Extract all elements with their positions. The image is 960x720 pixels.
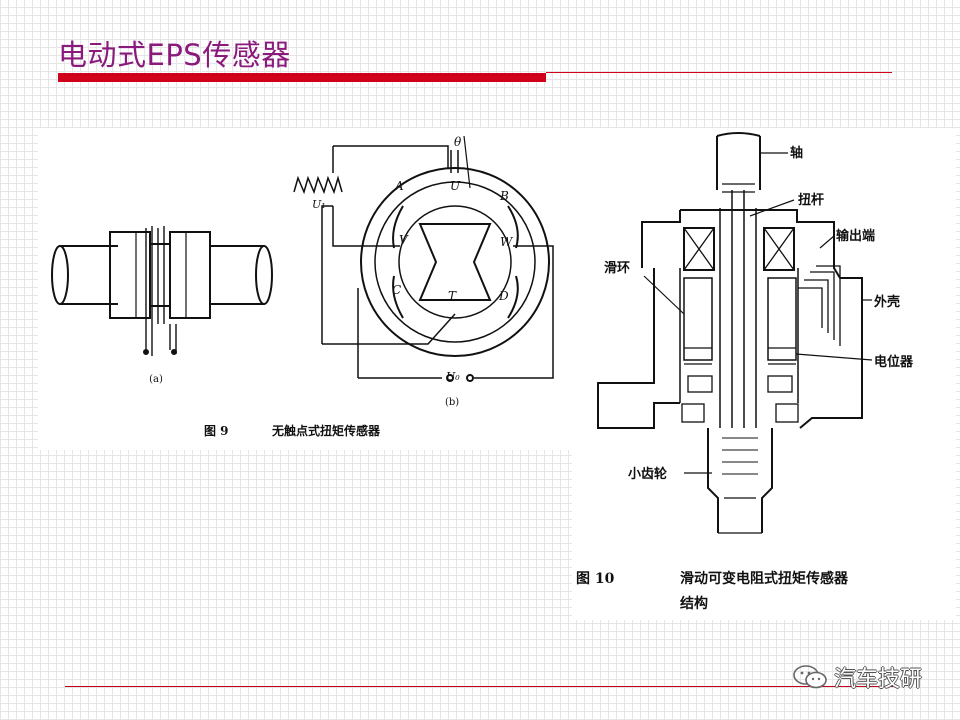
watermark: 汽车技研 — [792, 661, 922, 693]
figure-10-drawing: 轴 扭杆 输出端 滑环 外壳 电位器 小齿轮 — [597, 132, 914, 534]
label-shaft: 轴 — [790, 145, 803, 161]
label-housing: 外壳 — [873, 294, 900, 310]
sensor-cross-section — [597, 132, 873, 534]
wechat-icon — [793, 665, 827, 689]
label-B: B — [499, 189, 509, 203]
label-torsion-bar: 扭杆 — [798, 192, 824, 208]
figure-10-panel: 轴 扭杆 输出端 滑环 外壳 电位器 小齿轮 图 10 滑动可变电阻式扭矩传感器… — [572, 128, 956, 620]
label-potentiometer: 电位器 — [874, 354, 914, 370]
sub-label-a: (a) — [149, 374, 163, 385]
label-U: U — [450, 179, 461, 193]
watermark-text: 汽车技研 — [834, 667, 923, 692]
figure-9-caption-number: 图 9 — [204, 424, 229, 438]
figure-10-caption-number: 图 10 — [576, 571, 615, 587]
label-U1: U₁ — [312, 198, 326, 211]
label-slip-ring: 滑环 — [604, 260, 630, 276]
label-A: A — [394, 179, 404, 193]
label-pinion: 小齿轮 — [628, 466, 667, 482]
label-T: T — [448, 289, 457, 303]
label-D: D — [498, 289, 509, 303]
figure-10-caption-line2: 结构 — [680, 596, 708, 612]
figure-9-caption-text: 无触点式扭矩传感器 — [272, 424, 381, 438]
label-V: V — [399, 233, 409, 247]
title-underline-thick — [58, 73, 546, 82]
coupling-drawing — [51, 226, 273, 356]
footer-line — [65, 686, 893, 687]
figure-10-caption-line1: 滑动可变电阻式扭矩传感器 — [680, 571, 848, 587]
sub-label-b: (b) — [445, 397, 459, 408]
stator-schematic — [293, 135, 554, 382]
figure-9-panel: (a) U A B V W — [38, 128, 575, 450]
label-theta: θ — [454, 135, 462, 149]
figure-9-drawing: (a) U A B V W — [51, 135, 554, 408]
label-W: W — [500, 235, 514, 249]
slide-title: 电动式EPS传感器 — [58, 38, 291, 72]
title-underline-thin — [546, 72, 892, 73]
label-C: C — [392, 283, 401, 297]
label-U0: U₀ — [446, 370, 460, 383]
label-output: 输出端 — [836, 228, 875, 244]
